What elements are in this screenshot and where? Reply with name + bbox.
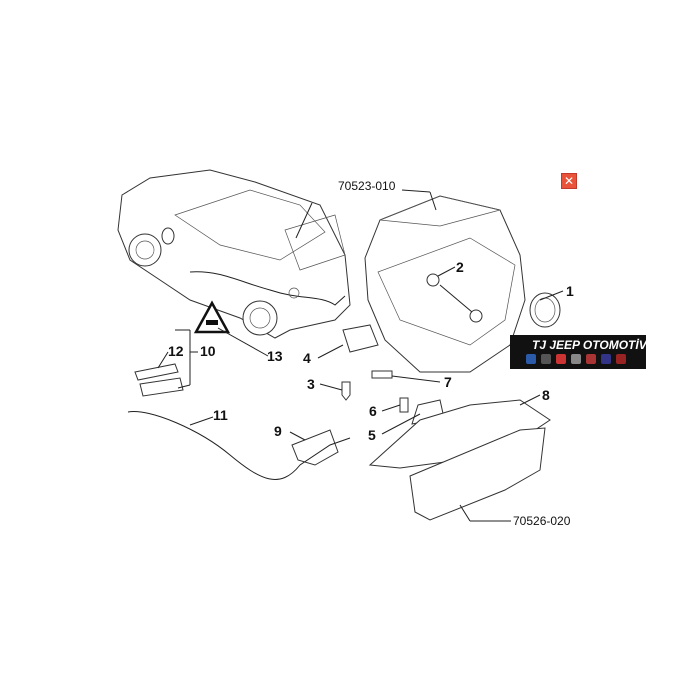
watermark-banner: TJ JEEP OTOMOTİV bbox=[510, 335, 647, 369]
close-icon[interactable]: ✕ bbox=[561, 173, 577, 189]
handle-part bbox=[134, 363, 179, 381]
callout-7: 7 bbox=[444, 374, 452, 390]
release-cable bbox=[127, 411, 351, 480]
callout-9: 9 bbox=[274, 423, 282, 439]
callout-trim-code: 70526-020 bbox=[513, 514, 571, 528]
watermark-text: TJ JEEP OTOMOTİV bbox=[532, 338, 647, 352]
callout-10: 10 bbox=[200, 343, 216, 359]
tailgate-drawing bbox=[364, 195, 526, 373]
lock-part bbox=[291, 429, 339, 466]
callout-tailgate-code: 70523-010 bbox=[338, 179, 396, 193]
car-drawing bbox=[117, 169, 351, 339]
callout-1: 1 bbox=[566, 283, 574, 299]
pin-part bbox=[371, 370, 393, 379]
warning-triangle-icon bbox=[193, 300, 231, 334]
callout-8: 8 bbox=[542, 387, 550, 403]
trim-panel-part bbox=[368, 399, 551, 469]
brand-logos bbox=[526, 354, 626, 364]
callout-5: 5 bbox=[368, 427, 376, 443]
callout-11: 11 bbox=[213, 407, 228, 423]
leader-lines bbox=[157, 189, 564, 522]
callout-4: 4 bbox=[303, 350, 311, 366]
callout-13: 13 bbox=[267, 348, 283, 364]
lower-trim-part bbox=[409, 427, 546, 521]
callout-6: 6 bbox=[369, 403, 377, 419]
callout-2: 2 bbox=[456, 259, 464, 275]
lock-actuator-part bbox=[342, 324, 379, 353]
bolt-part bbox=[399, 397, 409, 413]
callout-12: 12 bbox=[168, 343, 184, 359]
callout-3: 3 bbox=[307, 376, 315, 392]
screw-part bbox=[341, 381, 351, 401]
